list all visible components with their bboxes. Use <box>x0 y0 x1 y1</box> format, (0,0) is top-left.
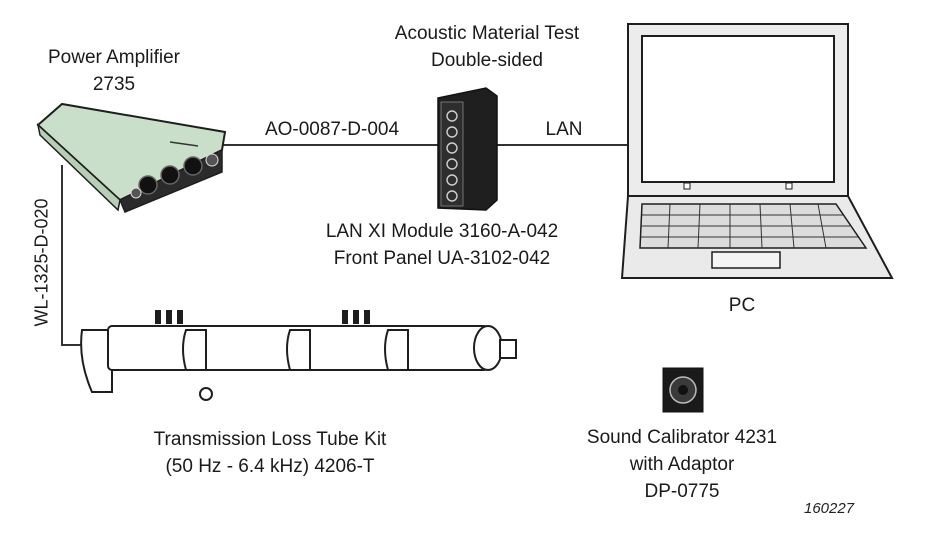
test-label: Acoustic Material Test Double-sided <box>352 20 622 74</box>
pc-label: PC <box>728 295 756 316</box>
power-amplifier <box>36 102 227 213</box>
test-label-line1: Acoustic Material Test <box>394 23 580 44</box>
amp-label-line1: Power Amplifier <box>48 47 180 68</box>
amp-label: Power Amplifier 2735 <box>28 44 200 98</box>
tube-label-line1: Transmission Loss Tube Kit <box>153 429 387 450</box>
lan-label: LAN <box>545 119 583 140</box>
cable-amp-tube <box>61 165 82 346</box>
module-label-line2: Front Panel UA-3102-042 <box>333 248 551 269</box>
calibrator-label: Sound Calibrator 4231 with Adaptor DP-07… <box>560 424 804 505</box>
figure-id: 160227 <box>804 500 855 517</box>
calibrator-label-line2: with Adaptor <box>629 454 735 475</box>
lan-xi-module <box>437 87 498 211</box>
cable-amp-module-label: AO-0087-D-004 <box>264 119 400 140</box>
laptop-pc <box>620 23 894 279</box>
amp-label-line2: 2735 <box>92 74 136 95</box>
sound-calibrator <box>662 367 704 413</box>
tube-label: Transmission Loss Tube Kit (50 Hz - 6.4 … <box>120 426 420 480</box>
module-label: LAN XI Module 3160-A-042 Front Panel UA-… <box>292 218 592 272</box>
module-label-line1: LAN XI Module 3160-A-042 <box>325 221 559 242</box>
tube-label-line2: (50 Hz - 6.4 kHz) 4206-T <box>165 456 375 477</box>
calibrator-label-line3: DP-0775 <box>644 481 720 502</box>
cable-tube-label: WL-1325-D-020 <box>31 198 52 327</box>
cables <box>61 144 642 346</box>
calibrator-label-line1: Sound Calibrator 4231 <box>586 427 778 448</box>
transmission-loss-tube <box>80 310 517 401</box>
test-label-line2: Double-sided <box>431 50 543 71</box>
